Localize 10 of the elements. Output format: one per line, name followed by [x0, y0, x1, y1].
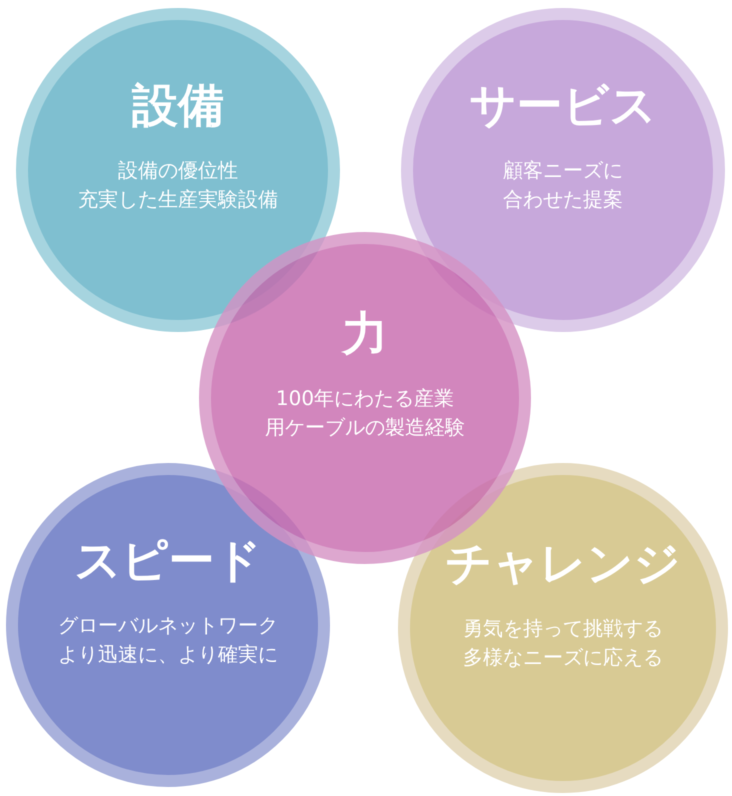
circle-description: 勇気を持って挑戦する多様なニーズに応える — [462, 615, 664, 671]
circle-description: 設備の優位性充実した生産実験設備 — [77, 157, 279, 213]
circle-description: 100年にわたる産業用ケーブルの製造経験 — [264, 385, 466, 441]
circle-title: サービス — [468, 78, 658, 132]
circle-description: 顧客ニーズに合わせた提案 — [502, 157, 624, 213]
circle-title: 設備 — [130, 78, 225, 132]
circle-title: チャレンジ — [444, 536, 682, 590]
circle-description: グローバルネットワークより迅速に、より確実に — [57, 612, 279, 668]
circle-title: スピード — [74, 533, 262, 587]
circle-title: 力 — [340, 306, 389, 360]
